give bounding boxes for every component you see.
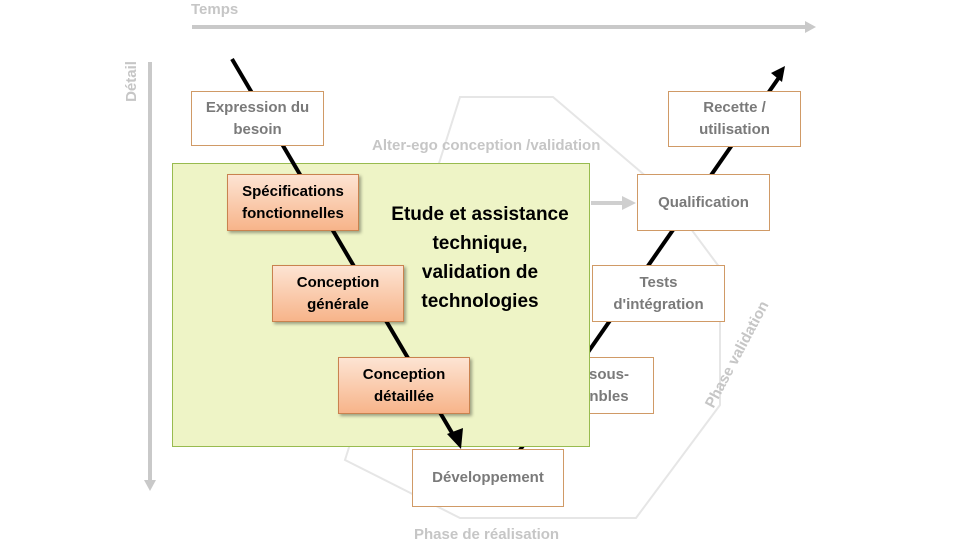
phase-realisation-label: Phase de réalisation	[414, 526, 560, 543]
octagon-outline	[343, 96, 721, 519]
tests-integration-box: Tests d'intégration	[592, 265, 725, 322]
detail-axis-label: Détail	[122, 61, 140, 102]
study-text-line-2: technique,	[432, 233, 528, 254]
sous-ensembles-line-1: sous-	[588, 365, 629, 383]
conception-detaillee-box: Conception détaillée	[338, 357, 470, 414]
conception-generale-line-2: générale	[307, 295, 369, 313]
detail-axis-arrowhead	[144, 480, 156, 491]
v-bottom-arrowhead	[447, 428, 463, 449]
conception-detaillee-line-2: détaillée	[373, 387, 435, 405]
time-axis-label: Temps	[191, 1, 239, 18]
study-text-line-1: Etude et assistance	[391, 204, 569, 225]
alter-ego-label: Alter-ego conception /validation	[372, 137, 601, 154]
specifications-box: Spécifications fonctionnelles	[227, 174, 359, 231]
conception-generale-box: Conception générale	[272, 265, 404, 322]
study-text-line-3: validation de	[421, 262, 539, 283]
specifications-line-2: fonctionnelles	[242, 204, 344, 222]
conception-detaillee-line-1: Conception	[362, 365, 446, 383]
developpement-label: Développement	[432, 469, 544, 486]
recette-line-2: utilisation	[699, 121, 770, 138]
recette-box: Recette / utilisation	[668, 91, 801, 147]
expression-line-2: besoin	[233, 120, 282, 138]
study-text-line-4: technologies	[421, 291, 539, 312]
time-axis-arrowhead	[805, 21, 816, 33]
study-area-text: Etude et assistance technique, validatio…	[380, 200, 580, 316]
qualification-box: Qualification	[637, 174, 770, 231]
qualification-arrowhead	[622, 196, 636, 210]
v-end-arrowhead	[771, 66, 785, 82]
expression-line-1: Expression du	[205, 98, 310, 116]
conception-generale-line-1: Conception	[296, 273, 380, 291]
tests-line-2: d'intégration	[613, 295, 704, 313]
developpement-box: Développement	[412, 449, 564, 507]
qualification-label: Qualification	[658, 193, 749, 211]
recette-line-1: Recette /	[703, 99, 766, 116]
tests-line-1: Tests	[639, 273, 678, 291]
sous-ensembles-line-2: nbles	[589, 387, 629, 405]
expression-box: Expression du besoin	[191, 91, 324, 146]
specifications-line-1: Spécifications	[242, 182, 344, 200]
